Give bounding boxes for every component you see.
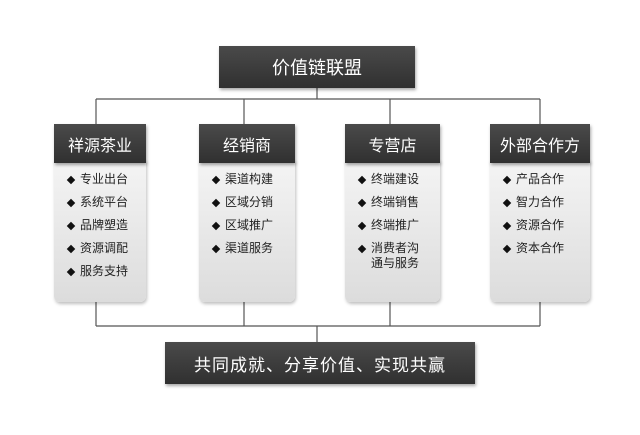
list-item: 消费者沟 通与服务 <box>357 241 440 271</box>
category-panel: 产品合作 智力合作 资源合作 资本合作 <box>490 160 590 302</box>
diamond-bullet-icon <box>211 198 221 208</box>
item-label: 消费者沟 通与服务 <box>371 241 420 270</box>
diamond-bullet-icon <box>502 221 512 231</box>
diamond-bullet-icon <box>357 175 367 185</box>
item-label: 渠道服务 <box>225 241 274 255</box>
category-header: 外部合作方 <box>490 124 590 163</box>
diamond-bullet-icon <box>211 221 221 231</box>
item-label: 系统平台 <box>80 195 129 209</box>
item-label: 资源调配 <box>80 241 129 255</box>
item-label: 品牌塑造 <box>80 218 129 232</box>
item-label: 区域推广 <box>225 218 274 232</box>
item-label: 智力合作 <box>516 195 565 209</box>
category-panel: 专业出台 系统平台 品牌塑造 资源调配 服务支持 <box>54 160 146 302</box>
category-external-partners: 外部合作方 产品合作 智力合作 资源合作 资本合作 <box>490 124 590 302</box>
item-label: 终端建设 <box>371 172 420 186</box>
list-item: 渠道服务 <box>211 241 295 256</box>
list-item: 终端推广 <box>357 218 440 233</box>
category-header: 专营店 <box>345 124 440 163</box>
list-item: 渠道构建 <box>211 172 295 187</box>
diamond-bullet-icon <box>66 267 76 277</box>
diamond-bullet-icon <box>66 244 76 254</box>
diamond-bullet-icon <box>502 175 512 185</box>
shared-goal-banner: 共同成就、分享价值、实现共赢 <box>165 342 475 384</box>
item-label: 渠道构建 <box>225 172 274 186</box>
diamond-bullet-icon <box>357 244 367 254</box>
item-label: 区域分销 <box>225 195 274 209</box>
list-item: 服务支持 <box>66 264 146 279</box>
category-header: 经销商 <box>199 124 295 163</box>
list-item: 智力合作 <box>502 195 590 210</box>
item-label: 资本合作 <box>516 241 565 255</box>
list-item: 资源调配 <box>66 241 146 256</box>
item-label: 终端销售 <box>371 195 420 209</box>
list-item: 资本合作 <box>502 241 590 256</box>
category-panel: 终端建设 终端销售 终端推广 消费者沟 通与服务 <box>345 160 440 302</box>
category-panel: 渠道构建 区域分销 区域推广 渠道服务 <box>199 160 295 302</box>
diamond-bullet-icon <box>66 175 76 185</box>
diamond-bullet-icon <box>502 244 512 254</box>
list-item: 产品合作 <box>502 172 590 187</box>
item-label: 资源合作 <box>516 218 565 232</box>
list-item: 专业出台 <box>66 172 146 187</box>
list-item: 区域推广 <box>211 218 295 233</box>
list-item: 系统平台 <box>66 195 146 210</box>
item-label: 终端推广 <box>371 218 420 232</box>
value-chain-alliance-title: 价值链联盟 <box>219 46 415 88</box>
list-item: 区域分销 <box>211 195 295 210</box>
list-item: 资源合作 <box>502 218 590 233</box>
category-header: 祥源茶业 <box>54 124 146 163</box>
item-label: 专业出台 <box>80 172 129 186</box>
list-item: 品牌塑造 <box>66 218 146 233</box>
list-item: 终端销售 <box>357 195 440 210</box>
category-xiangyuan-tea: 祥源茶业 专业出台 系统平台 品牌塑造 资源调配 服务支持 <box>54 124 146 302</box>
item-label: 产品合作 <box>516 172 565 186</box>
category-distributor: 经销商 渠道构建 区域分销 区域推广 渠道服务 <box>199 124 295 302</box>
category-specialty-store: 专营店 终端建设 终端销售 终端推广 消费者沟 通与服务 <box>345 124 440 302</box>
diamond-bullet-icon <box>357 198 367 208</box>
diamond-bullet-icon <box>211 244 221 254</box>
item-label: 服务支持 <box>80 264 129 278</box>
diamond-bullet-icon <box>66 198 76 208</box>
diamond-bullet-icon <box>66 221 76 231</box>
diamond-bullet-icon <box>357 221 367 231</box>
diamond-bullet-icon <box>211 175 221 185</box>
list-item: 终端建设 <box>357 172 440 187</box>
diamond-bullet-icon <box>502 198 512 208</box>
